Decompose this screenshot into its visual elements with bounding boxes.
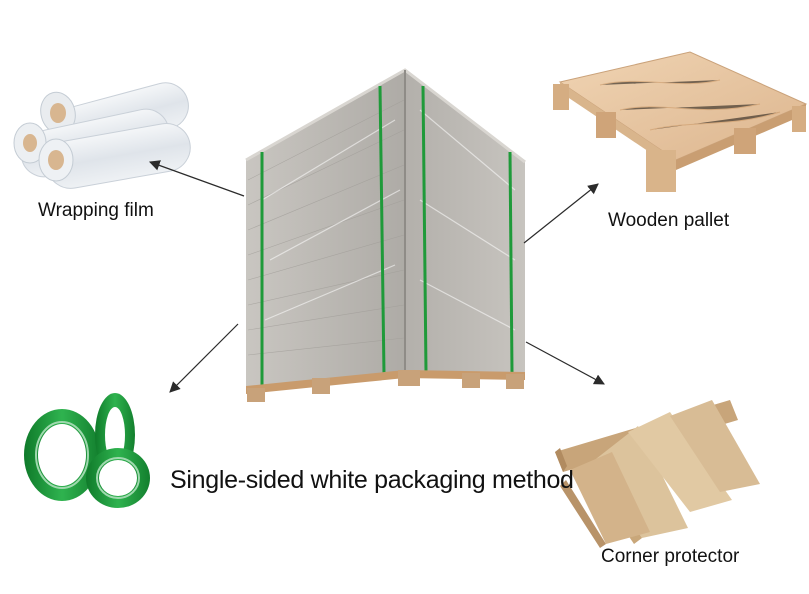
arrow-to-strapping-band xyxy=(169,323,239,393)
wrapping-film-label: Wrapping film xyxy=(38,200,154,221)
corner-protector-label: Corner protector xyxy=(601,546,740,567)
film-shine xyxy=(261,109,516,331)
arrows xyxy=(148,160,605,393)
arrow-to-wrapping-film xyxy=(148,160,245,197)
stack-pallet xyxy=(246,370,525,402)
arrow-to-corner-protector xyxy=(525,341,605,385)
film-rolls-icon xyxy=(13,82,191,189)
paper-stack-on-pallet xyxy=(245,68,526,402)
wooden-pallet-label: Wooden pallet xyxy=(608,210,730,231)
stack-straps xyxy=(260,85,514,385)
corner-protector-icon xyxy=(555,400,760,548)
green-strap-rolls-icon xyxy=(24,393,150,508)
arrow-to-wooden-pallet xyxy=(523,183,599,244)
stack-left-face xyxy=(246,70,405,388)
stack-right-face xyxy=(405,70,525,372)
packaging-method-caption: Single-sided white packaging method xyxy=(170,466,574,494)
pallet-icon xyxy=(553,51,808,192)
